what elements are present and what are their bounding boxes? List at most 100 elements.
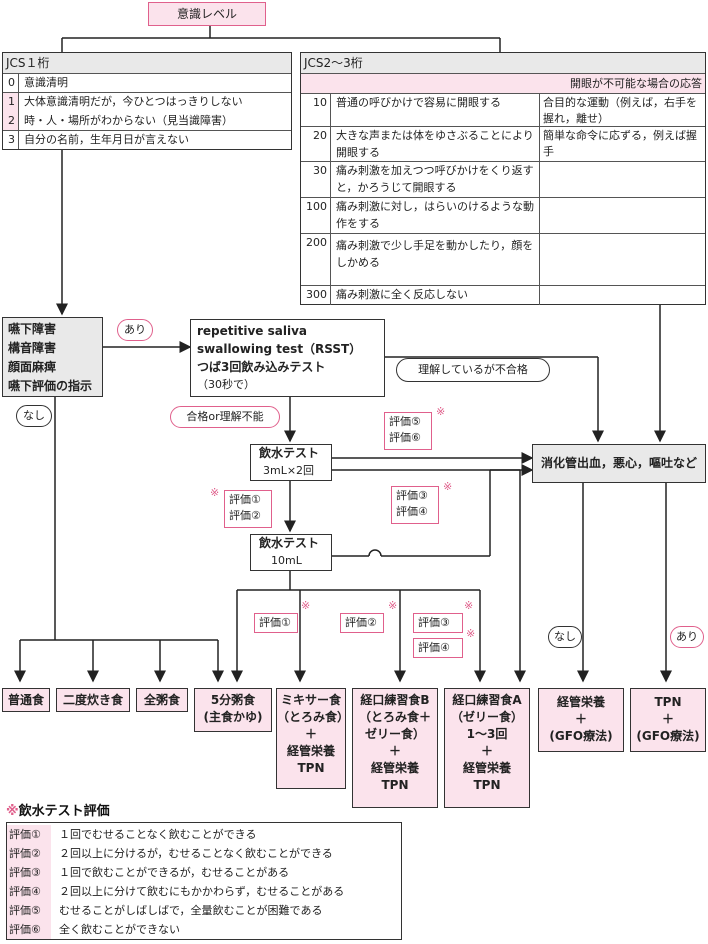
legend-label: 評価⑥ [7, 920, 51, 939]
jcs23-table: JCS2〜3桁 開眼が不可能な場合の応答 10 普通の呼びかけで容易に開眼する … [300, 52, 706, 305]
jcs23-row: 20 大きな声または体をゆさぶることにより開眼する 簡単な命令に応ずる，例えば握… [301, 126, 705, 161]
row-num: 3 [3, 131, 19, 149]
disorder-item: 顔面麻痺 [8, 360, 57, 374]
diet-line: 1〜3回 [466, 727, 508, 741]
jcs1-table: JCS１桁 0 意識清明 1 大体意識清明だが，今ひとつはっきりしない 2 時・… [2, 52, 292, 150]
swallowing-disorder-box: 嚥下障害 構音障害 顔面麻痺 嚥下評価の指示 [2, 317, 103, 397]
diet-line: TPN [654, 695, 682, 709]
jcs23-row: 200 痛み刺激で少し手足を動かしたり，顔をしかめる [301, 233, 705, 285]
star-mark: ※ [6, 804, 19, 819]
diet-keikou-a: 経口練習食A （ゼリー食） 1〜3回 ＋ 経管栄養 TPN [444, 688, 530, 808]
diet-tube-feeding: 経管栄養 ＋ (GFO療法) [538, 688, 624, 752]
row-text: 普通の呼びかけで容易に開眼する [336, 96, 501, 109]
rsst-line: つば3回飲み込みテスト [197, 360, 326, 374]
diet-line: （とろみ食） [277, 710, 350, 724]
legend-label: 評価③ [7, 863, 51, 882]
diet-mixer: ミキサー食 （とろみ食） ＋ 経管栄養 TPN [276, 688, 350, 789]
water-test-title: 飲水テスト [259, 536, 320, 550]
diet-line: 5分粥食 [210, 693, 256, 707]
eval-tag-text: 評価⑤ [389, 415, 421, 428]
diet-gobugayu: 5分粥食 (主食かゆ) [194, 688, 272, 732]
jcs23-row: 30 痛み刺激を加えつつ呼びかけをくり返すと，かろうじて開眼する [301, 161, 705, 197]
diet-keikou-b: 経口練習食B （とろみ食＋ ゼリー食） ＋ 経管栄養 TPN [352, 688, 438, 808]
row-text: 意識清明 [24, 76, 68, 89]
eval-tag-text: 評価② [229, 509, 261, 522]
eval-tag-4: 評価④ [413, 638, 463, 658]
legend-text: むせることがしばしばで，全量飲むことが困難である [59, 904, 323, 917]
row-num: 200 [301, 234, 331, 285]
diet-line: （ゼリー食） [450, 710, 523, 724]
disorder-item: 嚥下障害 [8, 322, 57, 336]
row-num: 20 [301, 127, 331, 161]
row-response [539, 234, 705, 285]
row-text: 痛み刺激で少し手足を動かしたり，顔をしかめる [336, 239, 534, 269]
legend-text: １回でむせることなく飲むことができる [59, 828, 257, 841]
rsst-line: swallowing test（RSST） [197, 342, 362, 356]
jcs1-row: 1 大体意識清明だが，今ひとつはっきりしない 2 時・人・場所がわからない（見当… [3, 92, 291, 131]
rsst-line: repetitive saliva [197, 324, 308, 338]
star-mark: ※ [210, 486, 220, 499]
diet-line: 経管栄養 [370, 761, 419, 775]
diet-line: TPN [297, 761, 325, 775]
water-test-3ml-box: 飲水テスト 3mL×2回 [250, 444, 332, 481]
nashi-label: なし [16, 405, 52, 427]
jcs23-row: 100 痛み刺激に対し，はらいのけるような動作をする [301, 197, 705, 233]
diet-line: TPN [473, 778, 501, 792]
eval-tag-text: 評価⑥ [389, 431, 421, 444]
jcs1-row: 3 自分の名前，生年月日が言えない [3, 130, 291, 149]
star-mark: ※ [466, 627, 476, 640]
diet-line: 経管栄養 [556, 695, 605, 709]
row-text: 大きな声または体をゆさぶることにより開眼する [336, 129, 534, 159]
legend-text: 全く飲むことができない [59, 923, 180, 936]
legend-title-text: 飲水テスト評価 [18, 804, 110, 819]
star-mark: ※ [443, 480, 453, 493]
diet-line: ＋ [574, 712, 587, 726]
diet-line: ＋ [304, 727, 317, 741]
star-mark: ※ [464, 599, 474, 612]
disorder-item: 嚥下評価の指示 [8, 379, 93, 393]
rsst-box: repetitive saliva swallowing test（RSST） … [190, 319, 385, 397]
diet-line: （とろみ食＋ [358, 710, 431, 724]
ari-label: あり [117, 319, 153, 341]
rsst-line: （30秒で） [197, 378, 255, 391]
star-mark: ※ [436, 405, 446, 418]
row-num: 100 [301, 198, 331, 233]
diet-nidodaki: 二度炊き食 [56, 688, 130, 712]
row-num: 300 [301, 286, 331, 305]
jcs23-row: 10 普通の呼びかけで容易に開眼する 合目的な運動（例えば，右手を握れ，離せ） [301, 93, 705, 126]
legend-text: ２回以上に分けるが，むせることなく飲むことができる [59, 847, 333, 860]
diet-line: 経口練習食A [452, 693, 522, 707]
diet-line: ＋ [661, 712, 674, 726]
row-text: 痛み刺激に全く反応しない [336, 288, 468, 301]
row-text: 痛み刺激を加えつつ呼びかけをくり返すと，かろうじて開眼する [336, 164, 534, 194]
eval-tag-1: 評価① [254, 613, 298, 633]
diet-line: TPN [381, 778, 409, 792]
diet-line: 経管栄養 [462, 761, 511, 775]
legend-text: ２回以上に分けて飲むにもかかわらず，むせることがある [59, 885, 345, 898]
gi-nashi-label: なし [548, 626, 582, 648]
row-response: 簡単な命令に応ずる，例えば握手 [539, 127, 705, 161]
row-num: 10 [301, 94, 331, 126]
diet-line: 経口練習食B [360, 693, 430, 707]
diet-line: (主食かゆ) [203, 710, 263, 724]
diet-line: (GFO療法) [636, 729, 700, 743]
water-test-sub: 3mL×2回 [263, 464, 315, 477]
water-test-title: 飲水テスト [259, 446, 320, 460]
row-response [539, 198, 705, 233]
star-mark: ※ [388, 599, 398, 612]
pass-or-unable-label: 合格or理解不能 [170, 406, 280, 428]
eval-tag-text: 評価① [229, 493, 261, 506]
eval-tag-3: 評価③ [413, 613, 463, 633]
legend-labels: 評価① 評価② 評価③ 評価④ 評価⑤ 評価⑥ [7, 825, 51, 939]
diet-normal: 普通食 [2, 688, 50, 712]
jcs1-row: 0 意識清明 [3, 73, 291, 92]
diet-line: ＋ [388, 744, 401, 758]
eval-tag-1-2: 評価① 評価② [224, 490, 272, 528]
diet-line: ゼリー食） [364, 727, 425, 741]
row-response [539, 162, 705, 197]
diet-line: ミキサー食 [280, 693, 341, 707]
legend-label: 評価① [7, 825, 51, 844]
legend-title: ※飲水テスト評価 [6, 800, 110, 819]
row-num: 0 [3, 74, 19, 92]
star-mark: ※ [301, 599, 311, 612]
